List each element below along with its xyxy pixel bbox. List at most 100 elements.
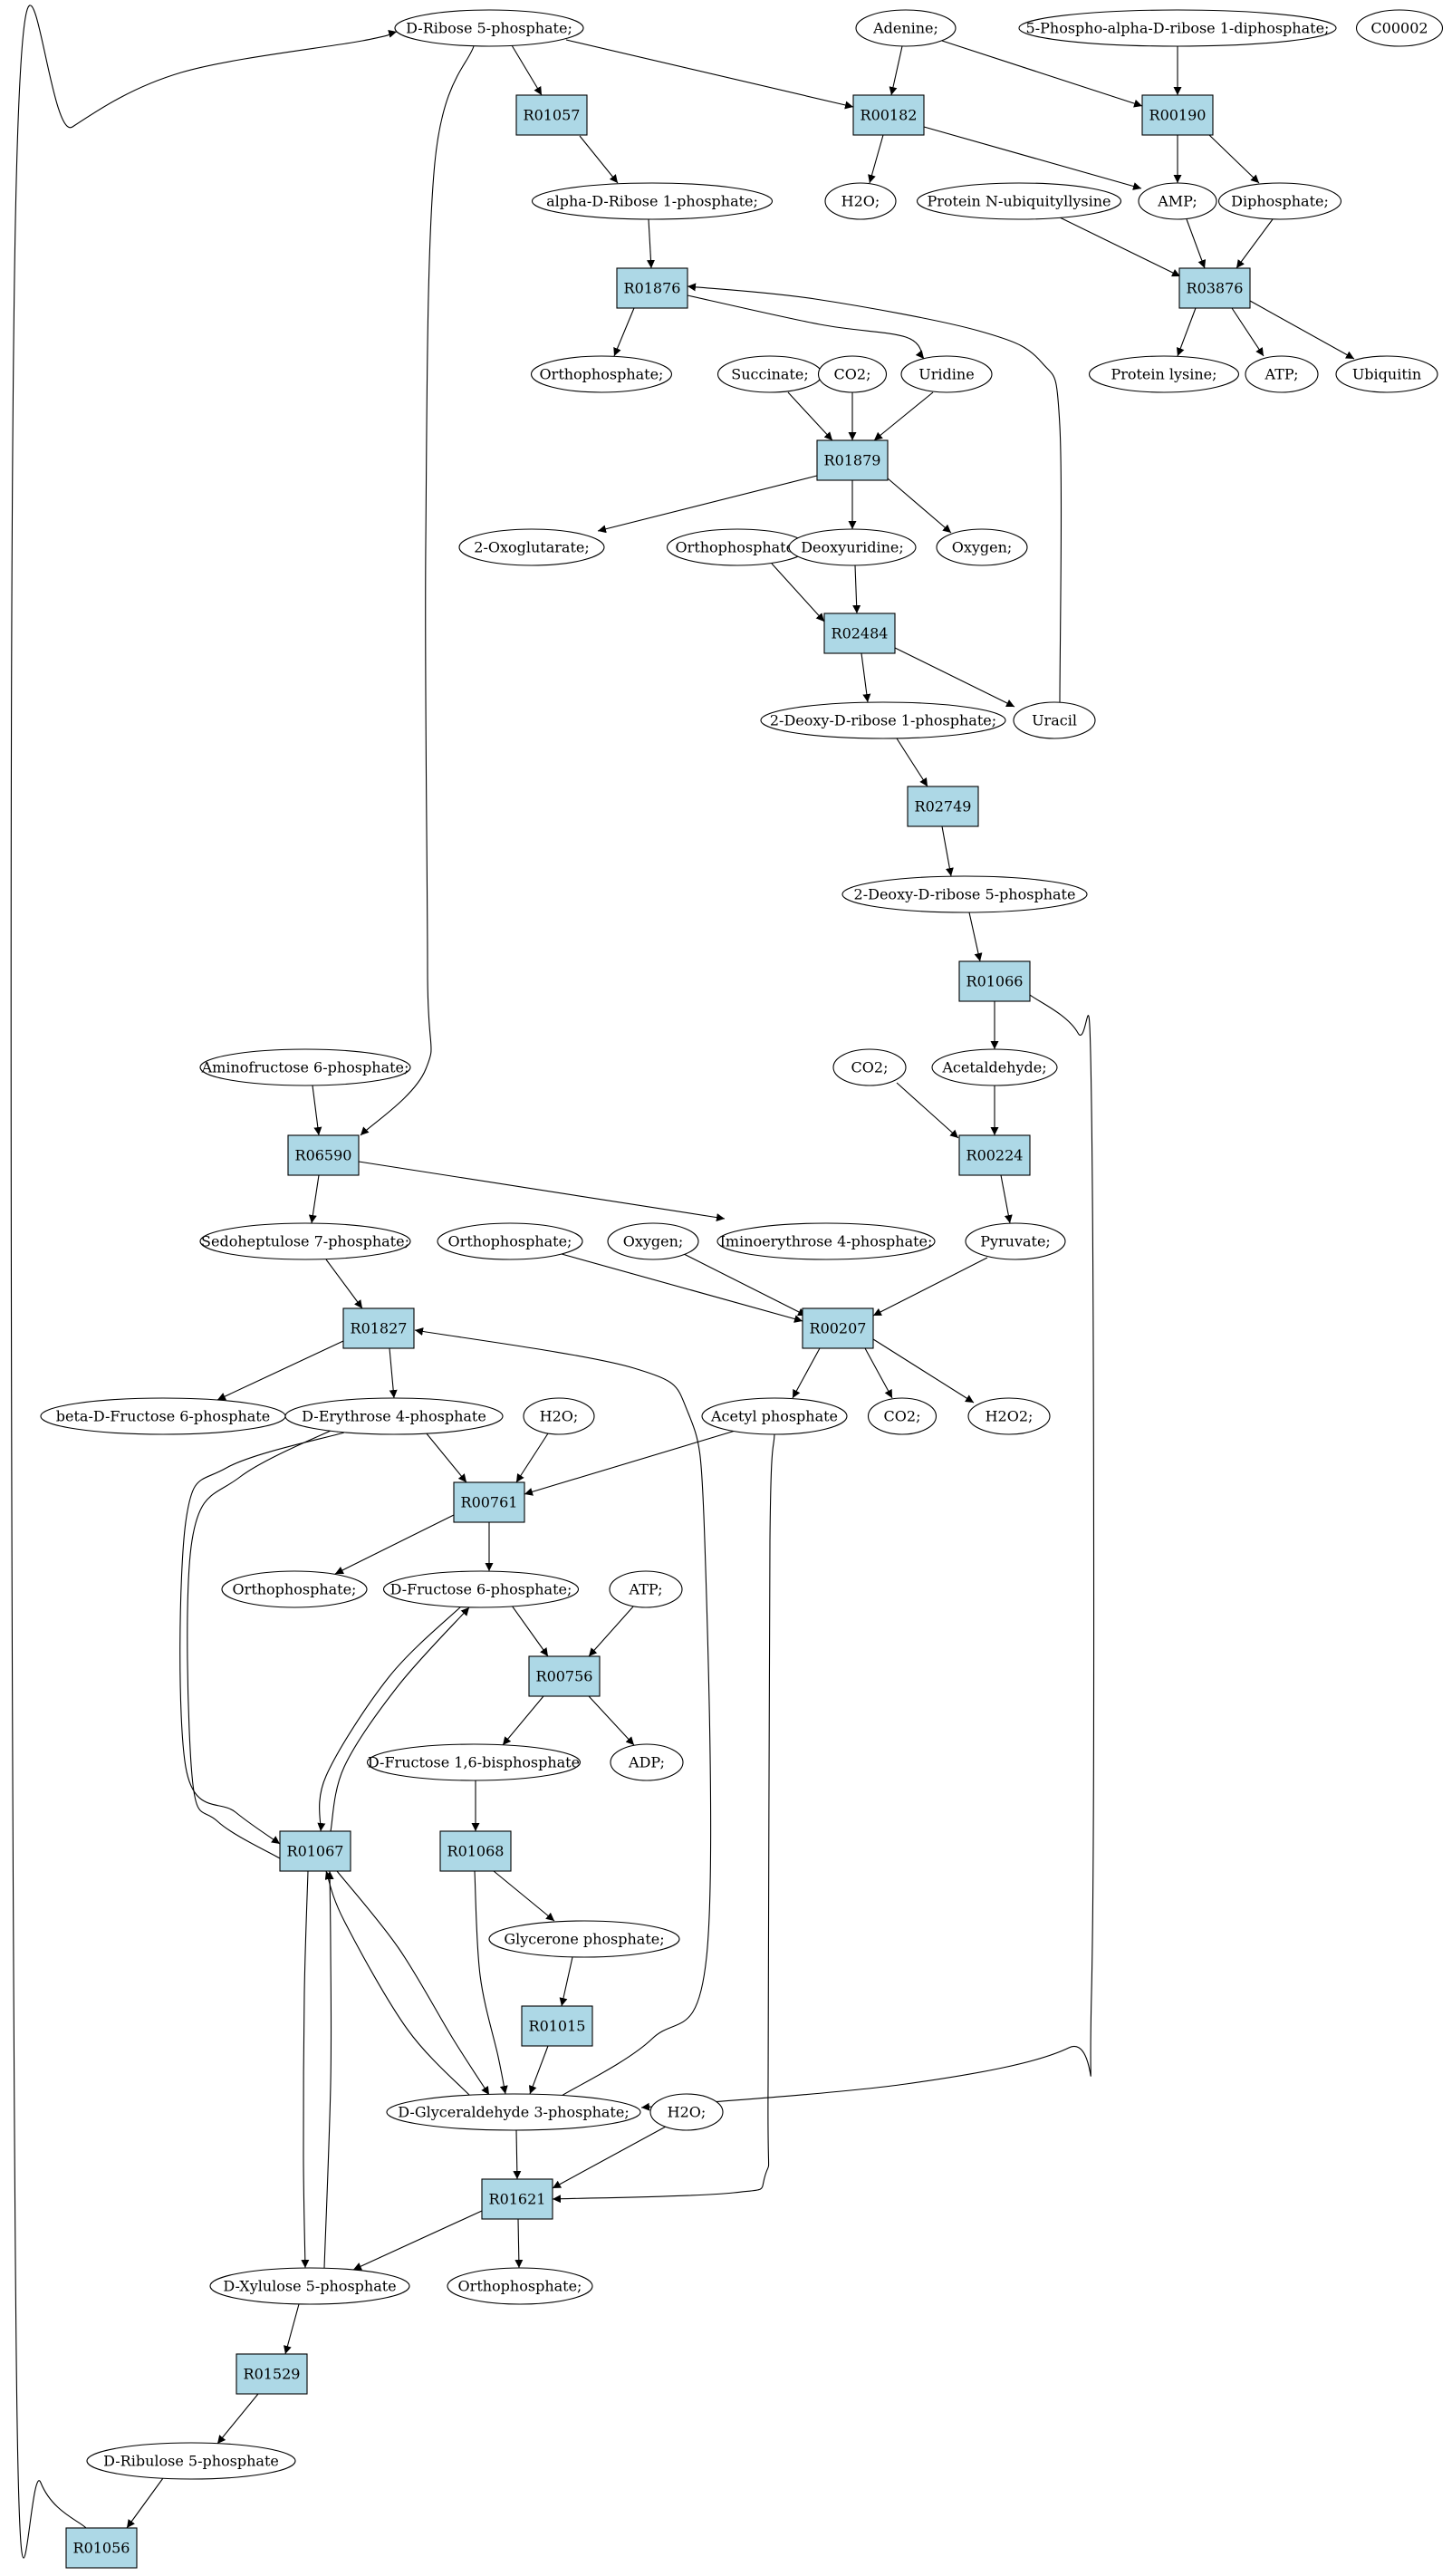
edge-c_orthophos_c-to-r_R00207 <box>561 1253 803 1323</box>
compound-ellipse <box>967 1397 1051 1435</box>
compound-node-c_bfru6p[interactable]: beta-D-Fructose 6-phosphate <box>40 1397 286 1435</box>
compound-ellipse <box>488 1920 680 1958</box>
compound-node-c_oxygen_b[interactable]: Oxygen; <box>607 1222 699 1260</box>
compound-node-c_fru6p[interactable]: D-Fructose 6-phosphate; <box>382 1570 580 1608</box>
compound-node-c_atp_b[interactable]: ATP; <box>609 1570 683 1608</box>
compound-node-c_pyruvate[interactable]: Pyruvate; <box>965 1222 1066 1260</box>
compound-node-c_prpp[interactable]: 5-Phospho-alpha-D-ribose 1-diphosphate; <box>1018 9 1337 47</box>
compound-node-c_ribu5p[interactable]: D-Ribulose 5-phosphate <box>86 2442 296 2480</box>
compound-node-c_sed7p[interactable]: Sedoheptulose 7-phosphate; <box>199 1222 411 1260</box>
reaction-node-r_R06590[interactable]: R06590 <box>287 1134 360 1176</box>
node-label: Orthophosphate; <box>540 366 664 383</box>
reaction-node-r_R01827[interactable]: R01827 <box>342 1307 415 1349</box>
compound-ellipse <box>1013 701 1096 739</box>
compound-ellipse <box>1217 182 1342 220</box>
compound-node-c_dr5p[interactable]: 2-Deoxy-D-ribose 5-phosphate <box>841 875 1088 913</box>
reaction-node-r_R00761[interactable]: R00761 <box>453 1481 525 1523</box>
compound-ellipse <box>931 1048 1058 1086</box>
reaction-node-r_R01066[interactable]: R01066 <box>958 960 1031 1002</box>
compound-node-c_co2_c[interactable]: CO2; <box>867 1397 938 1435</box>
compound-node-c_dr1p[interactable]: 2-Deoxy-D-ribose 1-phosphate; <box>760 701 1006 739</box>
compound-ellipse <box>531 182 774 220</box>
compound-node-c_orthophos_c[interactable]: Orthophosphate; <box>437 1222 583 1260</box>
edge-c_rib5p-to-r_R06590 <box>360 45 475 1136</box>
node-label: Iminoerythrose 4-phosphate; <box>720 1233 933 1250</box>
node-label: Deoxyuridine; <box>801 539 904 556</box>
edge-c_rib5p-to-r_R01057 <box>511 44 543 96</box>
reaction-box <box>65 2527 138 2569</box>
edge-c_fru6p-to-r_R00756 <box>511 1605 549 1657</box>
reaction-node-r_R03876[interactable]: R03876 <box>1178 267 1251 309</box>
reaction-node-r_R01056[interactable]: R01056 <box>65 2527 138 2569</box>
reaction-node-r_R01529[interactable]: R01529 <box>236 2353 308 2395</box>
compound-node-c_g3p[interactable]: D-Glyceraldehyde 3-phosphate; <box>386 2093 641 2131</box>
reaction-node-r_R01015[interactable]: R01015 <box>521 2005 593 2047</box>
compound-ellipse <box>209 2267 410 2305</box>
compound-node-c_co2_b[interactable]: CO2; <box>832 1048 907 1086</box>
node-label: R03876 <box>1187 280 1244 297</box>
compound-node-c_succinate[interactable]: Succinate; <box>716 355 823 393</box>
node-label: 2-Deoxy-D-ribose 1-phosphate; <box>770 712 996 729</box>
node-label: C00002 <box>1370 20 1428 37</box>
compound-node-c_prot_ub[interactable]: Protein N-ubiquityllysine <box>916 182 1122 220</box>
reaction-node-r_R00756[interactable]: R00756 <box>528 1655 601 1697</box>
reaction-node-r_R01068[interactable]: R01068 <box>439 1830 512 1872</box>
compound-node-c_atp_a[interactable]: ATP; <box>1245 355 1319 393</box>
compound-node-c_xyl5p[interactable]: D-Xylulose 5-phosphate <box>209 2267 410 2305</box>
compound-node-c_acetylp[interactable]: Acetyl phosphate <box>701 1397 848 1435</box>
compound-node-c_rib5p[interactable]: D-Ribose 5-phosphate; <box>394 9 584 47</box>
compound-node-c_iminoery[interactable]: Iminoerythrose 4-phosphate; <box>716 1222 936 1260</box>
compound-node-c_c00002[interactable]: C00002 <box>1355 9 1444 47</box>
compound-node-c_h2o_a[interactable]: H2O; <box>824 182 897 220</box>
compound-node-c_uracil[interactable]: Uracil <box>1013 701 1096 739</box>
node-label: R02484 <box>832 625 889 642</box>
edge-c_prot_ub-to-r_R03876 <box>1059 217 1181 277</box>
compound-ellipse <box>366 1743 582 1781</box>
compound-node-c_adenine[interactable]: Adenine; <box>855 9 957 47</box>
reaction-node-r_R02749[interactable]: R02749 <box>907 786 979 827</box>
reaction-node-r_R01621[interactable]: R01621 <box>481 2178 553 2220</box>
compound-ellipse <box>936 528 1028 566</box>
compound-node-c_fbp[interactable]: D-Fructose 1,6-bisphosphate <box>366 1743 582 1781</box>
compound-node-c_co2_a[interactable]: CO2; <box>817 355 888 393</box>
compound-node-c_protlys[interactable]: Protein lysine; <box>1088 355 1240 393</box>
compound-node-c_h2o_c[interactable]: H2O; <box>649 2093 724 2131</box>
compound-node-c_orthophos_e[interactable]: Orthophosphate; <box>447 2267 593 2305</box>
reaction-node-r_R01879[interactable]: R01879 <box>816 439 889 481</box>
compound-node-c_amp[interactable]: AMP; <box>1138 182 1217 220</box>
reaction-node-r_R01876[interactable]: R01876 <box>616 267 688 309</box>
compound-node-c_orthophos_a[interactable]: Orthophosphate; <box>530 355 673 393</box>
compound-node-c_glycerone[interactable]: Glycerone phosphate; <box>488 1920 680 1958</box>
reaction-box <box>1141 94 1214 136</box>
reaction-box <box>907 786 979 827</box>
compound-node-c_orthophos_d[interactable]: Orthophosphate; <box>221 1570 368 1608</box>
compound-node-c_arib1p[interactable]: alpha-D-Ribose 1-phosphate; <box>531 182 774 220</box>
compound-node-c_diphos[interactable]: Diphosphate; <box>1217 182 1342 220</box>
compound-node-c_h2o2[interactable]: H2O2; <box>967 1397 1051 1435</box>
compound-node-c_ery4p[interactable]: D-Erythrose 4-phosphate <box>284 1397 504 1435</box>
edge-r_R01621-to-c_xyl5p <box>352 2210 483 2271</box>
compound-node-c_aminofruc[interactable]: Aminofructose 6-phosphate; <box>199 1048 411 1086</box>
reaction-node-r_R02484[interactable]: R02484 <box>823 613 896 654</box>
compound-node-c_deoxyuridine[interactable]: Deoxyuridine; <box>788 528 917 566</box>
compound-node-c_acetald[interactable]: Acetaldehyde; <box>931 1048 1058 1086</box>
compound-ellipse <box>394 9 584 47</box>
reaction-node-r_R00224[interactable]: R00224 <box>958 1134 1031 1176</box>
edge-r_R01827-to-c_bfru6p <box>216 1340 344 1401</box>
node-label: ATP; <box>1264 366 1299 383</box>
reaction-box <box>515 94 588 136</box>
compound-ellipse <box>609 1570 683 1608</box>
compound-node-c_adp[interactable]: ADP; <box>610 1743 684 1781</box>
compound-node-c_oxygen_a[interactable]: Oxygen; <box>936 528 1028 566</box>
compound-node-c_ubiquitin[interactable]: Ubiquitin <box>1335 355 1438 393</box>
reaction-node-r_R01067[interactable]: R01067 <box>279 1830 351 1872</box>
reaction-node-r_R01057[interactable]: R01057 <box>515 94 588 136</box>
compound-node-c_uridine[interactable]: Uridine <box>900 355 993 393</box>
compound-node-c_oxoglut[interactable]: 2-Oxoglutarate; <box>458 528 605 566</box>
reaction-node-r_R00190[interactable]: R00190 <box>1141 94 1214 136</box>
reaction-box <box>616 267 688 309</box>
reaction-node-r_R00182[interactable]: R00182 <box>852 94 925 136</box>
compound-node-c_orthophos_b[interactable]: Orthophosphate; <box>666 528 809 566</box>
reaction-node-r_R00207[interactable]: R00207 <box>802 1307 874 1349</box>
compound-node-c_h2o_b[interactable]: H2O; <box>523 1397 595 1435</box>
